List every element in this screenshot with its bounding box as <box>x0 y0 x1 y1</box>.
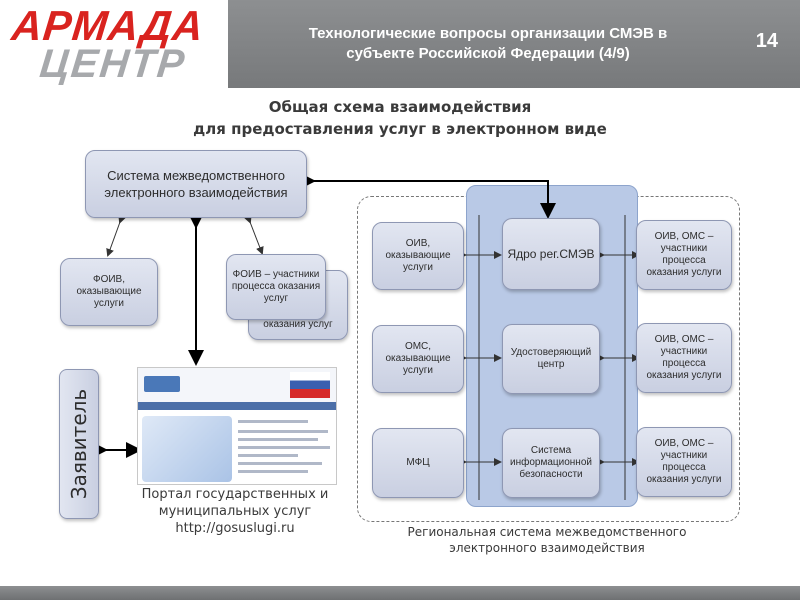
portal-text-line <box>238 454 298 457</box>
logo-bottom-text: ЦЕНТР <box>37 42 189 86</box>
portal-text-line <box>238 446 330 449</box>
certification-center-label: Удостоверяющий центр <box>510 347 592 370</box>
portal-text-line <box>238 430 328 433</box>
participants-label-1: ОИВ, ОМС – участники процесса оказания у… <box>646 231 722 278</box>
foiv-right-box: ФОИВ – участники процесса оказания услуг <box>226 254 326 320</box>
smev-label: Системa межведомственного электронного в… <box>104 168 288 200</box>
slide-title: Технологические вопросы организации СМЭВ… <box>308 25 668 62</box>
foiv-left-label: ФОИВ, оказывающие услуги <box>76 274 142 309</box>
core-smev-label: Ядро рег.СМЭВ <box>507 246 595 261</box>
security-system-box: Система информационной безопасности <box>502 428 600 498</box>
foiv-right-label: ФОИВ – участники процесса оказания услуг <box>231 269 321 304</box>
certification-center-box: Удостоверяющий центр <box>502 324 600 394</box>
participants-label-3: ОИВ, ОМС – участники процесса оказания у… <box>646 438 722 485</box>
smev-box: Системa межведомственного электронного в… <box>85 150 307 218</box>
regional-system-caption: Региональная система межведомственного э… <box>407 525 687 555</box>
portal-text-line <box>238 420 308 423</box>
portal-logo <box>144 376 180 392</box>
footer-bar <box>0 586 800 600</box>
participants-box-1: ОИВ, ОМС – участники процесса оказания у… <box>636 220 732 290</box>
diagram-heading-line2: для предоставления услуг в электронном в… <box>193 120 607 138</box>
security-system-label: Система информационной безопасности <box>510 445 592 480</box>
participants-box-2: ОИВ, ОМС – участники процесса оказания у… <box>636 323 732 393</box>
page-number: 14 <box>755 30 778 52</box>
oiv-label: ОИВ, оказывающие услуги <box>385 238 451 273</box>
oiv-box: ОИВ, оказывающие услуги <box>372 222 464 290</box>
applicant-box: Заявитель <box>59 369 99 519</box>
logo: АРМАДА ЦЕНТР <box>0 0 228 88</box>
oms-label: ОМС, оказывающие услуги <box>385 341 451 376</box>
participants-box-3: ОИВ, ОМС – участники процесса оказания у… <box>636 427 732 497</box>
diagram-heading: Общая схема взаимодействия для предостав… <box>180 96 620 140</box>
portal-text-line <box>238 438 318 441</box>
portal-nav-bar <box>138 402 336 410</box>
applicant-label: Заявитель <box>67 388 91 500</box>
mfc-box: МФЦ <box>372 428 464 498</box>
oms-box: ОМС, оказывающие услуги <box>372 325 464 393</box>
portal-illustration <box>142 416 232 482</box>
foiv-left-box: ФОИВ, оказывающие услуги <box>60 258 158 326</box>
flag-image <box>290 372 330 398</box>
participants-label-2: ОИВ, ОМС – участники процесса оказания у… <box>646 334 722 381</box>
portal-screenshot <box>137 367 337 485</box>
portal-text-line <box>238 462 322 465</box>
core-smev-box: Ядро рег.СМЭВ <box>502 218 600 290</box>
mfc-label: МФЦ <box>406 457 430 468</box>
header-band: Технологические вопросы организации СМЭВ… <box>228 0 800 88</box>
foiv-right-back-label: оказания услуг <box>263 319 333 330</box>
portal-text-line <box>238 470 308 473</box>
diagram-heading-line1: Общая схема взаимодействия <box>268 98 532 116</box>
portal-caption: Портал государственных и муниципальных у… <box>141 487 329 536</box>
